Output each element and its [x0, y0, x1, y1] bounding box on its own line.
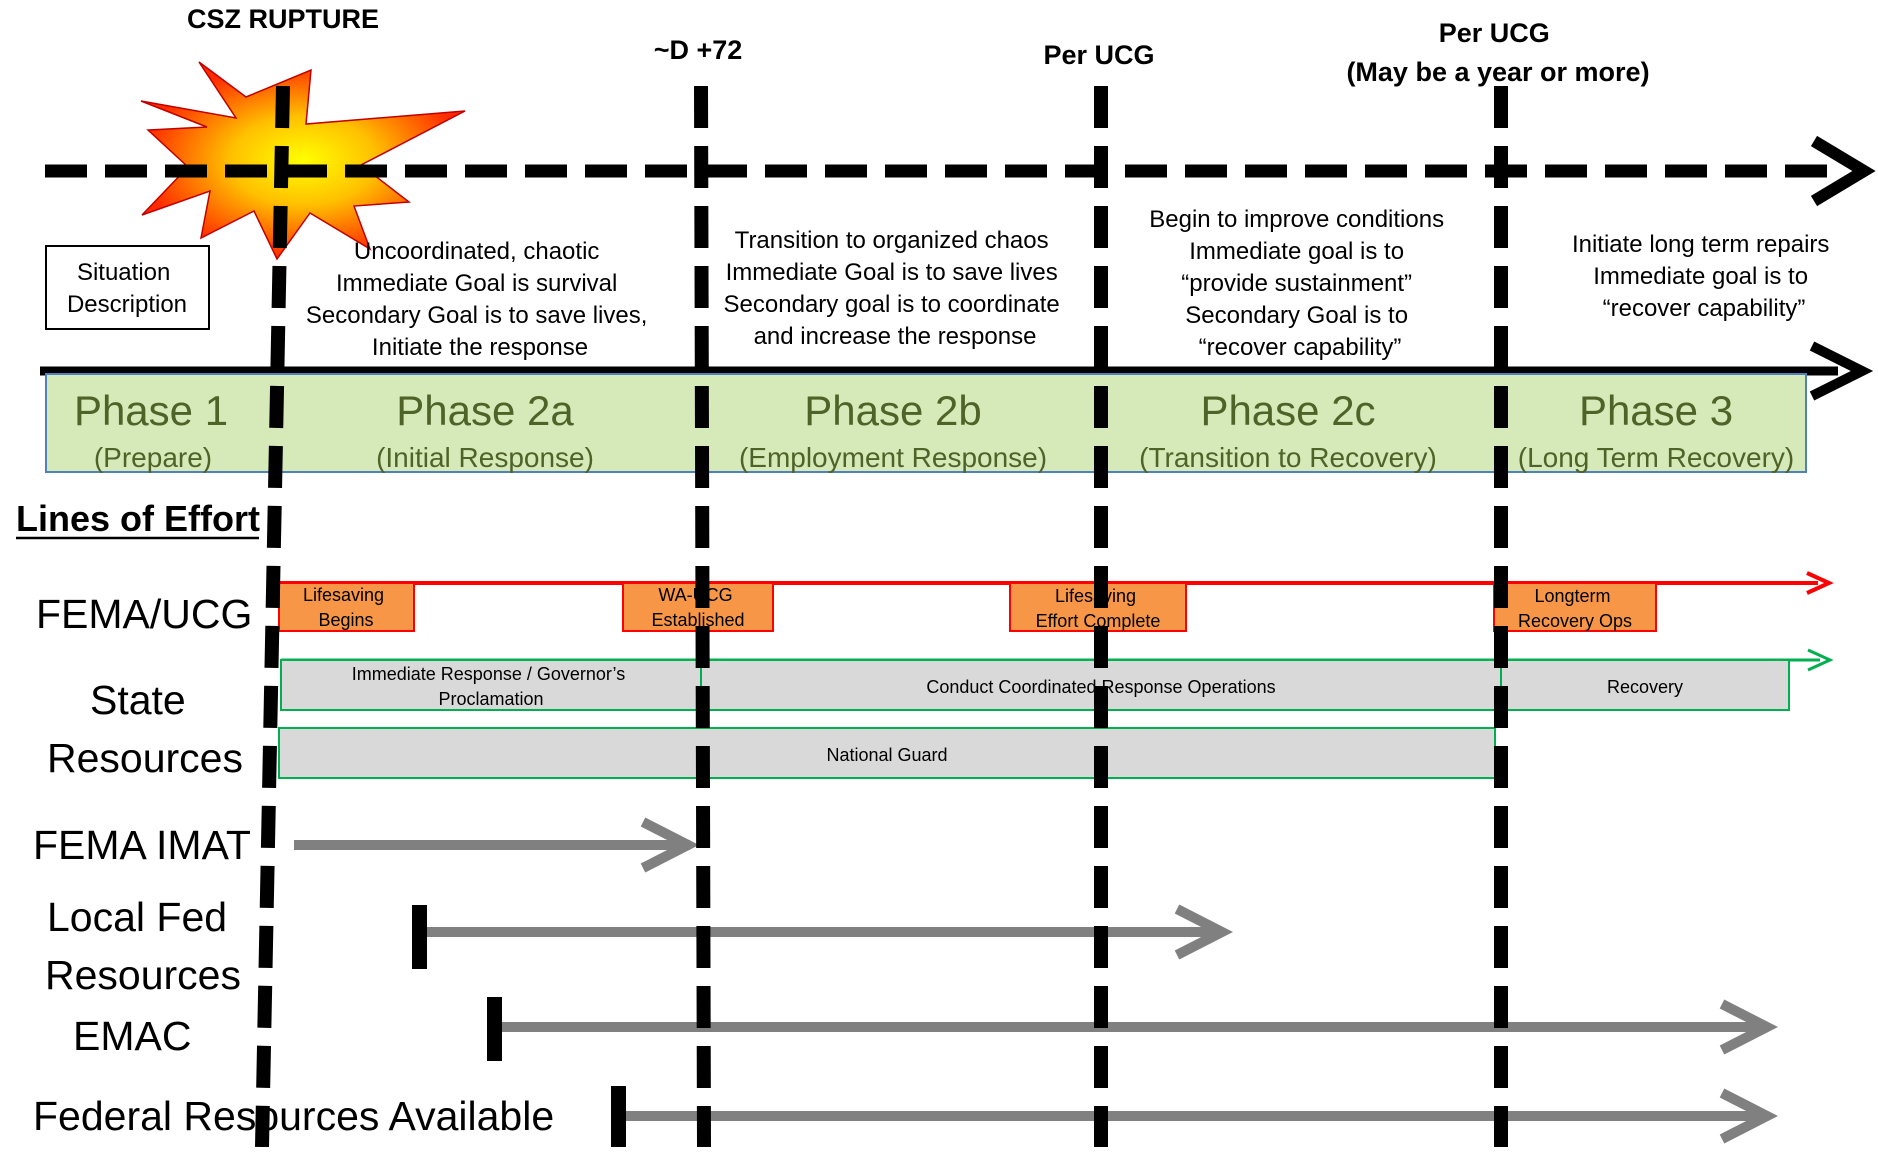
- per-ucg-label-1: Per UCG: [1043, 40, 1154, 70]
- row-label-federal: Federal Resources Available: [33, 1093, 554, 1139]
- phase-1-name: Phase 1: [74, 387, 228, 434]
- csz-rupture-label: CSZ RUPTURE: [187, 4, 379, 34]
- situation-label-line2: Description: [67, 291, 187, 318]
- state-box-recovery: Recovery: [1500, 659, 1790, 711]
- fema-ucg-arrowhead-icon: [1806, 571, 1834, 595]
- emac-start-bar: [487, 997, 502, 1061]
- lines-of-effort-title: Lines of Effort: [16, 498, 260, 539]
- phase-1-sub: (Prepare): [94, 442, 212, 473]
- phase-2c-sub: (Transition to Recovery): [1139, 442, 1437, 473]
- d72-label: ~D +72: [654, 35, 743, 65]
- svg-text:Situation Description: Situation Description: [67, 259, 187, 318]
- svg-text:Longterm Recovery Ops: Longterm Recovery Ops: [1518, 586, 1632, 631]
- svg-text:Recovery: Recovery: [1607, 677, 1683, 697]
- federal-start-bar: [611, 1086, 626, 1147]
- svg-text:National Guard: National Guard: [826, 745, 947, 765]
- local-fed-start-bar: [412, 905, 427, 969]
- situation-label-line1: Situation: [77, 259, 170, 286]
- phase-band: [45, 373, 1807, 473]
- state-box-national-guard: National Guard: [278, 727, 1496, 779]
- emac-arrowhead-icon: [1719, 999, 1778, 1055]
- phase-3-name: Phase 3: [1579, 387, 1733, 434]
- explosion-icon: [140, 61, 466, 261]
- phase-2a-sub: (Initial Response): [376, 442, 594, 473]
- state-arrowhead-icon: [1807, 648, 1834, 672]
- federal-arrowhead-icon: [1719, 1088, 1778, 1144]
- per-ucg-label-2: Per UCG (May be a year or more): [1346, 18, 1649, 87]
- situation-phase-2a: Uncoordinated, chaotic Immediate Goal is…: [306, 238, 654, 361]
- row-label-local-fed-2: Resources: [45, 952, 241, 998]
- row-label-fema-imat: FEMA IMAT: [33, 822, 251, 868]
- row-label-fema-ucg: FEMA/UCG: [36, 591, 252, 637]
- situation-phase-3: Initiate long term repairs Immediate goa…: [1572, 231, 1836, 322]
- milestone-lifesaving-begins: Lifesaving Begins: [278, 582, 415, 632]
- situation-phase-2b: Transition to organized chaos Immediate …: [724, 227, 1067, 350]
- situation-phase-2c: Begin to improve conditions Immediate go…: [1149, 206, 1451, 361]
- phase-3-sub: (Long Term Recovery): [1518, 442, 1794, 473]
- milestone-longterm-recovery: Longterm Recovery Ops: [1493, 582, 1657, 632]
- row-label-state: State: [90, 677, 186, 723]
- top-axis-arrowhead-icon: [1810, 135, 1876, 207]
- svg-text:Immediate Response / Governor’: Immediate Response / Governor’s Proclama…: [352, 664, 630, 709]
- row-label-local-fed: Local Fed: [47, 894, 227, 940]
- fema-imat-arrowhead-icon: [640, 817, 699, 873]
- phase-2c-name: Phase 2c: [1200, 387, 1375, 434]
- row-label-emac: EMAC: [73, 1013, 191, 1059]
- phase-2a-name: Phase 2a: [396, 387, 574, 434]
- phase-2b-name: Phase 2b: [804, 387, 981, 434]
- local-fed-arrowhead-icon: [1174, 904, 1233, 960]
- svg-text:Lifesaving Begins: Lifesaving Begins: [303, 585, 389, 630]
- situation-description-box: [45, 245, 210, 330]
- phase-axis-arrowhead-icon: [1809, 341, 1874, 401]
- state-box-immediate-response: Immediate Response / Governor’s Proclama…: [280, 659, 702, 711]
- row-label-state-2: Resources: [47, 735, 243, 781]
- phase-2b-sub: (Employment Response): [739, 442, 1047, 473]
